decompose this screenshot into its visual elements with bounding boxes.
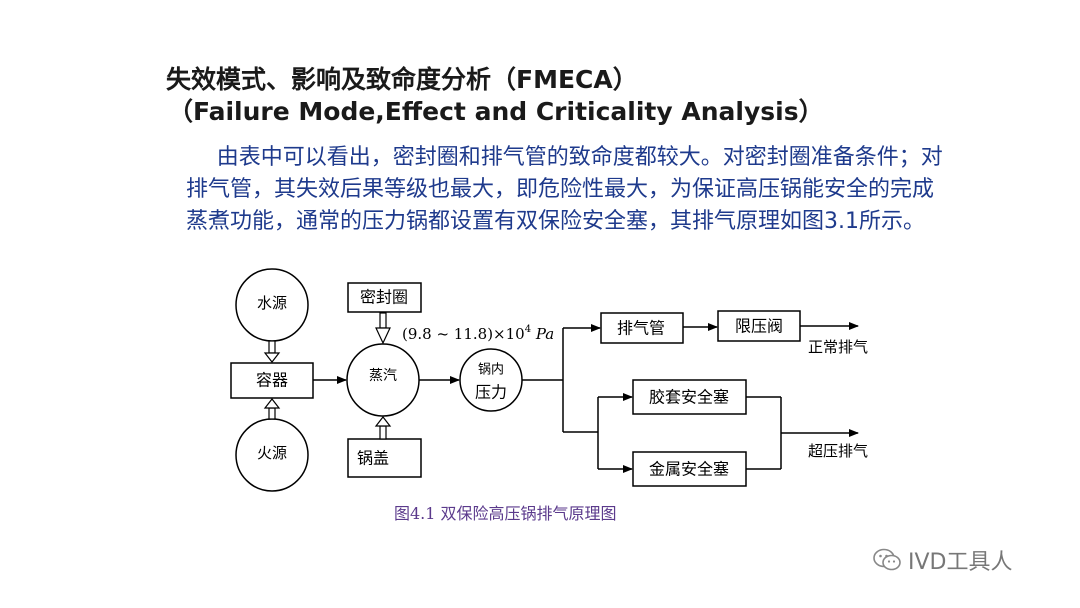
pressure-range-exponent: 4 — [525, 324, 531, 335]
wechat-icon — [873, 548, 901, 571]
fire-source-label: 火源 — [257, 444, 287, 462]
hollow-arrow-fire-to-container — [263, 398, 281, 420]
pot-pressure-label-bottom: 压力 — [475, 383, 507, 402]
container-label: 容器 — [256, 371, 288, 390]
hollow-arrow-seal-to-steam — [375, 312, 391, 345]
seal-ring-box — [347, 282, 422, 313]
pot-pressure-label-top: 锅内 — [478, 362, 504, 378]
pressure-range-base: (9.8 ~ 11.8)×10 — [402, 325, 525, 343]
seal-ring-label: 密封圈 — [360, 288, 408, 307]
rubber-plug-label: 胶套安全塞 — [649, 388, 729, 407]
pot-lid-label: 锅盖 — [357, 449, 389, 468]
over-pressure-exhaust-label: 超压排气 — [808, 442, 868, 460]
pressure-range-label: (9.8 ~ 11.8)×104 Pa — [402, 324, 554, 343]
pressure-valve-box — [717, 310, 801, 342]
pressure-range-unit: Pa — [531, 325, 554, 343]
pot-pressure-node — [459, 348, 523, 412]
exhaust-pipe-box — [600, 312, 684, 344]
watermark: IVD工具人 — [872, 544, 1012, 576]
description-paragraph: 由表中可以看出，密封圈和排气管的致命度都较大。对密封圈准备条件；对排气管，其失效… — [186, 145, 943, 234]
metal-plug-label: 金属安全塞 — [649, 460, 729, 479]
metal-plug-box — [632, 451, 747, 487]
pot-lid-box — [347, 438, 422, 478]
exhaust-pipe-label: 排气管 — [617, 319, 665, 338]
normal-exhaust-label: 正常排气 — [808, 338, 868, 356]
hollow-arrow-water-to-container — [263, 340, 281, 363]
hollow-arrow-lid-to-steam — [374, 416, 392, 440]
water-source-label: 水源 — [257, 294, 287, 312]
page-title: 失效模式、影响及致命度分析（FMECA） — [166, 65, 638, 94]
steam-label: 蒸汽 — [369, 368, 397, 384]
page-subtitle: （Failure Mode,Effect and Criticality Ana… — [168, 97, 824, 126]
watermark-text: IVD工具人 — [908, 550, 1013, 575]
pressure-valve-label: 限压阀 — [735, 317, 783, 336]
figure-caption: 图4.1 双保险高压锅排气原理图 — [394, 504, 617, 523]
